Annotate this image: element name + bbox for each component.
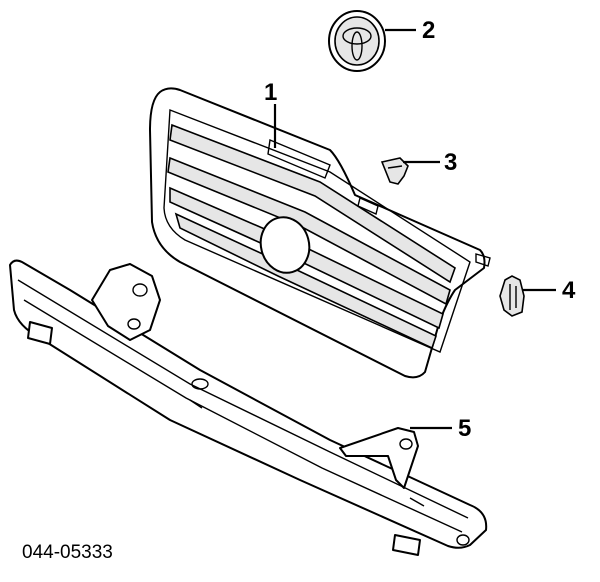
side-clip-part bbox=[499, 275, 525, 317]
emblem-part bbox=[328, 10, 386, 72]
callout-4-label: 4 bbox=[562, 277, 576, 304]
leader-lines bbox=[273, 28, 556, 430]
part-code: 044-05333 bbox=[22, 542, 113, 563]
callout-2-label: 2 bbox=[422, 17, 435, 44]
callout-1-label: 1 bbox=[264, 79, 277, 106]
upper-clip-part bbox=[380, 157, 409, 185]
callout-5-label: 5 bbox=[458, 415, 471, 442]
lower-support-part bbox=[9, 259, 488, 556]
bracket-part bbox=[339, 427, 419, 489]
grille-part bbox=[149, 87, 491, 379]
callout-3-label: 3 bbox=[444, 149, 457, 176]
